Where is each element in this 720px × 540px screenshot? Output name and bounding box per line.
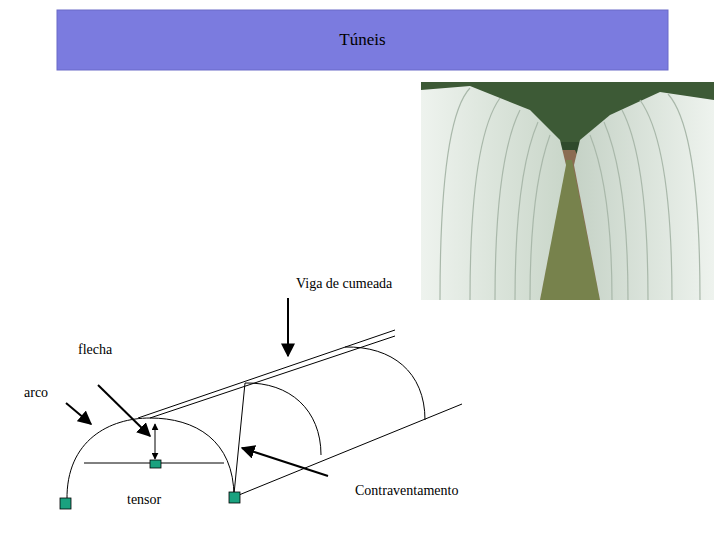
page-title: Túneis bbox=[339, 30, 385, 50]
leader-arrows bbox=[66, 298, 328, 476]
tensor-block bbox=[150, 460, 161, 468]
part-label: Contraventamento bbox=[355, 483, 458, 499]
part-label: arco bbox=[24, 385, 48, 401]
title-banner bbox=[57, 10, 668, 70]
part-label: flecha bbox=[78, 342, 112, 358]
anchor-post bbox=[60, 498, 71, 509]
tunnel-photo bbox=[421, 82, 714, 300]
tunnel-structure bbox=[67, 330, 462, 500]
part-label: tensor bbox=[127, 492, 161, 508]
anchor-post bbox=[229, 492, 240, 503]
part-label: Viga de cumeada bbox=[296, 276, 392, 292]
